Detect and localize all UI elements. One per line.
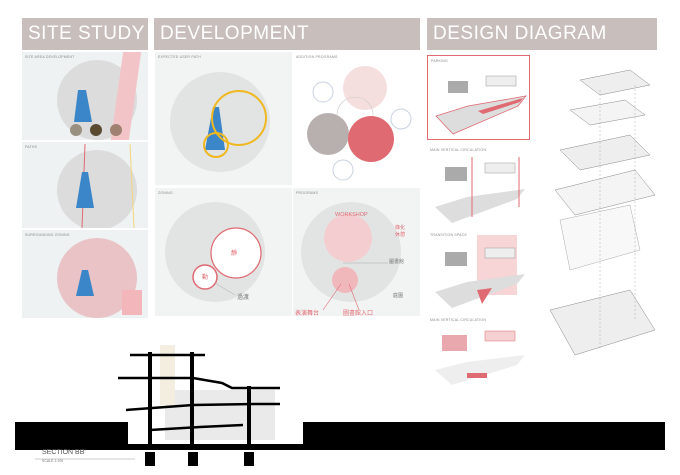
panel-label: PATHS bbox=[25, 145, 38, 149]
program-library-entrance-label: 圖書館入口 bbox=[343, 311, 374, 316]
program-workshop-label: WORKSHOP bbox=[335, 212, 368, 218]
program-bubble-diagram bbox=[307, 66, 412, 181]
site-shape bbox=[74, 90, 92, 122]
site-circle bbox=[57, 150, 137, 228]
header-development: DEVELOPMENT bbox=[154, 18, 420, 50]
zoning-panel: ZONING 靜 動 過渡 bbox=[155, 188, 292, 316]
paths-map bbox=[76, 143, 135, 228]
main-vertical-circulation-diagram-2: MAIN VERTICAL CIRCULATION bbox=[427, 315, 530, 395]
panel-label: MAIN VERTICAL CIRCULATION bbox=[430, 148, 487, 152]
panel-label: TRANSITION SPACE bbox=[430, 233, 467, 237]
program-garden-label: 庭園 bbox=[393, 293, 404, 299]
panel-label: EXPECTED USER PATH bbox=[158, 55, 201, 59]
section-title: SECTION BB' bbox=[42, 449, 86, 456]
paths-panel: PATHS bbox=[22, 142, 148, 228]
header-site-study: SITE STUDY bbox=[22, 18, 148, 50]
panel-label: MAIN VERTICAL CIRCULATION bbox=[430, 318, 487, 322]
panel-label: SURROUNDING ZONING bbox=[25, 233, 70, 237]
panel-label: PROGRAMS bbox=[296, 191, 319, 195]
header-design-diagram: DESIGN DIAGRAM bbox=[427, 18, 657, 50]
surrounding-zoning-panel: SURROUNDING ZONING bbox=[22, 230, 148, 318]
program-stage-label: 表演舞台 bbox=[295, 311, 320, 316]
expected-user-path-panel: EXPECTED USER PATH bbox=[155, 52, 292, 185]
zone-transition-label: 過渡 bbox=[237, 295, 250, 301]
section-scale: SCALE 1:100 bbox=[42, 459, 64, 463]
photo-thumb bbox=[90, 124, 102, 136]
site-area-development-panel: SITE AREA DEVELOPMENT bbox=[22, 52, 148, 140]
panel-label: ADDITION PROGRAMS bbox=[296, 55, 338, 59]
programs-panel: PROGRAMS WORKSHOP 綠化休憩 圖書館 庭園 表演舞台 圖書館入口 bbox=[293, 188, 420, 316]
program-green-label: 綠化休憩 bbox=[395, 225, 406, 238]
exploded-axonometric bbox=[549, 69, 656, 356]
user-path-map bbox=[203, 90, 267, 158]
transition-space-diagram: TRANSITION SPACE bbox=[427, 230, 530, 310]
addition-programs-panel: ADDITION PROGRAMS bbox=[293, 52, 420, 185]
panel-label: SITE AREA DEVELOPMENT bbox=[25, 55, 75, 59]
zoning-diagram bbox=[192, 227, 262, 296]
photo-thumb bbox=[70, 124, 82, 136]
program-library-label: 圖書館 bbox=[389, 259, 405, 265]
panel-label: PARKING bbox=[431, 59, 448, 63]
zone-active-label: 動 bbox=[202, 275, 209, 281]
photo-thumb bbox=[110, 124, 122, 136]
programs-diagram bbox=[322, 214, 388, 311]
zoning-map bbox=[76, 270, 142, 315]
panel-label: ZONING bbox=[158, 191, 173, 195]
parking-diagram: PARKING bbox=[427, 55, 530, 140]
main-vertical-circulation-diagram: MAIN VERTICAL CIRCULATION bbox=[427, 145, 530, 225]
zone-quiet-label: 靜 bbox=[231, 251, 238, 257]
